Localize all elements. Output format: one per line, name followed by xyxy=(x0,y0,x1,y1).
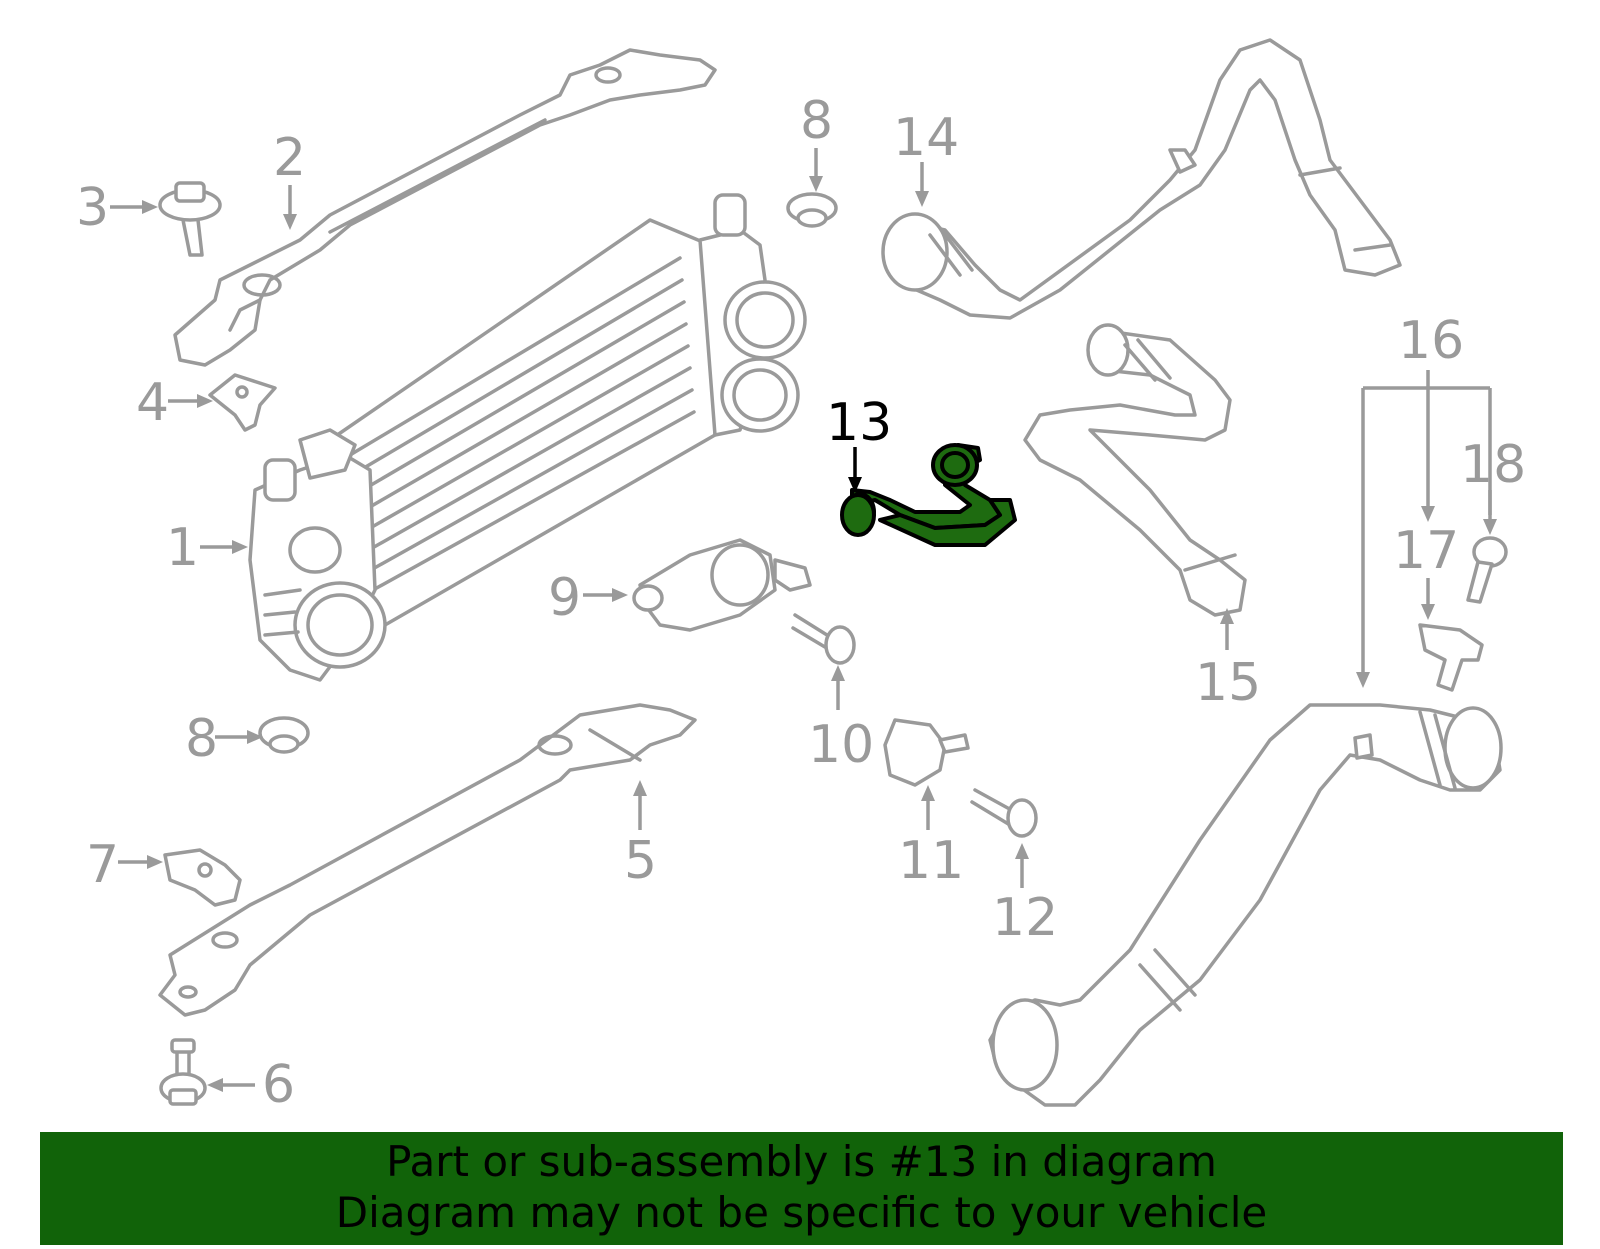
callout-8-top: 8 xyxy=(800,91,833,151)
part-7-clip xyxy=(163,848,242,907)
part-17-bracket xyxy=(1418,623,1484,692)
callout-8-lower: 8 xyxy=(185,709,218,769)
callout-9: 9 xyxy=(548,568,581,628)
part-5-lower-bracket xyxy=(158,703,697,1017)
part-1-intercooler xyxy=(248,193,807,682)
callout-17: 17 xyxy=(1393,521,1459,581)
part-13-highlighted-hose[interactable] xyxy=(840,443,1017,547)
part-16-lower-hose xyxy=(988,703,1503,1107)
callout-1: 1 xyxy=(166,518,199,578)
part-12-bolt xyxy=(970,788,1038,838)
leader-lines xyxy=(110,148,1497,1092)
part-6-bolt xyxy=(159,1038,207,1106)
banner-line-2: Diagram may not be specific to your vehi… xyxy=(335,1188,1268,1237)
callout-2: 2 xyxy=(273,128,306,188)
callout-4: 4 xyxy=(136,373,169,433)
part-3-bolt xyxy=(158,181,222,257)
callout-13: 13 xyxy=(826,393,892,453)
callout-5: 5 xyxy=(624,831,657,891)
callout-3: 3 xyxy=(76,178,109,238)
part-8-grommet-lower xyxy=(258,716,310,754)
callout-15: 15 xyxy=(1195,653,1261,713)
part-9-valve xyxy=(632,538,812,632)
callout-12: 12 xyxy=(992,888,1058,948)
callout-14: 14 xyxy=(893,108,959,168)
part-11-sensor xyxy=(883,718,970,787)
callout-10: 10 xyxy=(808,715,874,775)
callout-16: 16 xyxy=(1398,311,1464,371)
part-14-upper-hose xyxy=(881,38,1402,320)
part-8-grommet-top xyxy=(786,192,838,228)
callout-11: 11 xyxy=(898,831,964,891)
callout-6: 6 xyxy=(262,1055,295,1115)
part-4-clip xyxy=(208,373,277,432)
banner-line-1: Part or sub-assembly is #13 in diagram xyxy=(386,1137,1217,1186)
callout-labels: 1 2 3 4 5 6 7 8 8 9 10 11 12 13 14 15 16… xyxy=(76,91,1526,1115)
exploded-parts-diagram: 1 2 3 4 5 6 7 8 8 9 10 11 12 13 14 15 16… xyxy=(76,38,1526,1115)
callout-7: 7 xyxy=(86,835,119,895)
part-2-upper-bracket xyxy=(173,48,717,367)
info-banner: Part or sub-assembly is #13 in diagram D… xyxy=(40,1132,1563,1245)
part-18-bolt xyxy=(1466,536,1508,604)
callout-18: 18 xyxy=(1460,435,1526,495)
part-10-bolt xyxy=(791,613,856,665)
part-15-middle-hose xyxy=(1023,323,1247,617)
